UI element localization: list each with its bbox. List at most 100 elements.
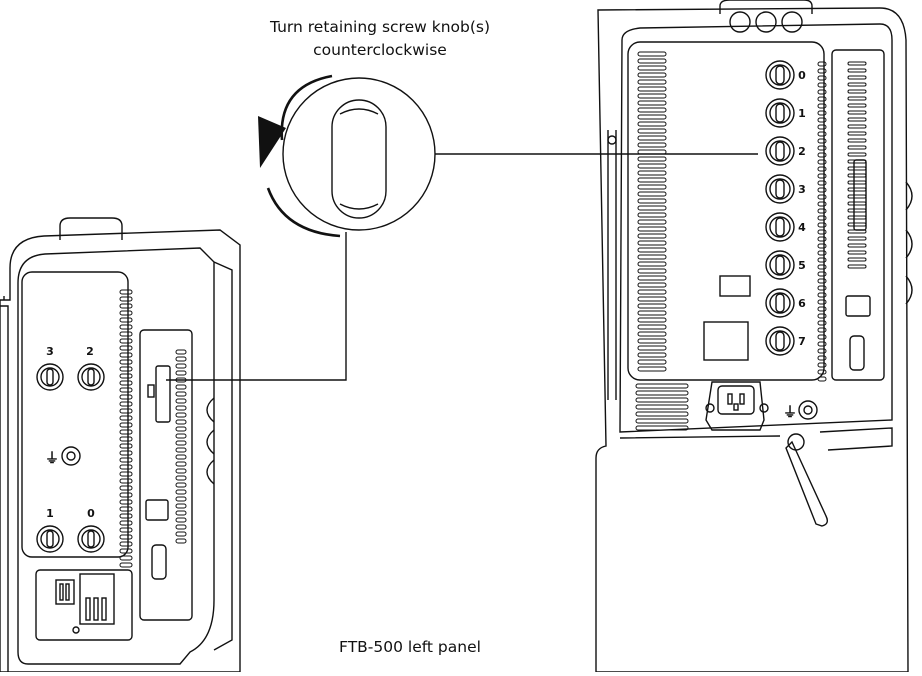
large-knob-7 — [765, 326, 795, 356]
vent-slot — [119, 555, 133, 561]
vent-slot — [637, 156, 667, 162]
vent-slot — [175, 475, 187, 481]
vent-slot — [637, 240, 667, 246]
large-knob-4 — [765, 212, 795, 242]
large-unit-inner-frame — [619, 23, 893, 433]
vent-slot — [817, 271, 827, 277]
large-unit-handle-knob-1 — [729, 11, 751, 33]
vent-slot — [119, 289, 133, 295]
vent-slot — [637, 135, 667, 141]
vent-slot — [847, 96, 867, 101]
vent-slot — [637, 86, 667, 92]
vent-slot — [817, 229, 827, 235]
vent-slot — [175, 468, 187, 474]
vent-slot — [637, 177, 667, 183]
vent-slot — [637, 51, 667, 57]
large-slot-label-4: 4 — [798, 221, 806, 234]
vent-slot — [817, 117, 827, 123]
large-slot-label-2: 2 — [798, 145, 806, 158]
vent-slot — [817, 250, 827, 256]
large-unit-bottom-vents — [635, 383, 689, 431]
vent-slot — [847, 257, 867, 262]
vent-slot — [637, 65, 667, 71]
vent-slot — [637, 170, 667, 176]
large-unit-vents — [637, 51, 867, 382]
vent-slot — [637, 191, 667, 197]
vent-slot — [175, 363, 187, 369]
large-knob-6 — [765, 288, 795, 318]
vent-slot — [817, 243, 827, 249]
large-unit-parallel-port — [853, 159, 867, 231]
vent-slot — [637, 317, 667, 323]
vent-slot — [817, 145, 827, 151]
large-slot-label-5: 5 — [798, 259, 806, 272]
vent-slot — [817, 313, 827, 319]
vent-slot — [817, 236, 827, 242]
vent-slot — [637, 72, 667, 78]
vent-slot — [119, 317, 133, 323]
vent-slot — [175, 419, 187, 425]
vent-slot — [817, 110, 827, 116]
vent-slot — [119, 352, 133, 358]
large-slot-label-1: 1 — [798, 107, 806, 120]
callout-knob-slot — [331, 99, 387, 219]
small-unit-power-module — [35, 569, 133, 641]
large-unit-power-inlet — [705, 381, 769, 431]
vent-slot — [637, 212, 667, 218]
large-unit-switch — [719, 275, 751, 297]
vent-slot — [847, 103, 867, 108]
vent-slot — [817, 334, 827, 340]
vent-slot — [119, 296, 133, 302]
vent-slot — [817, 166, 827, 172]
large-unit-handle-knob-3 — [781, 11, 803, 33]
large-unit-module-panel — [627, 41, 825, 381]
vent-slot — [175, 405, 187, 411]
vent-slot — [817, 124, 827, 130]
vent-slot — [635, 418, 689, 424]
large-unit-handle-knob-2 — [755, 11, 777, 33]
vent-slot — [817, 75, 827, 81]
vent-slot — [817, 362, 827, 368]
small-unit-panel: 3 2 ⏚ 1 0 — [0, 217, 241, 673]
small-ground-symbol: ⏚ — [45, 451, 59, 467]
vent-slot — [119, 303, 133, 309]
vent-slot — [817, 299, 827, 305]
vent-slot — [637, 254, 667, 260]
vent-slot — [637, 352, 667, 358]
vent-slot — [119, 387, 133, 393]
vent-slot — [847, 152, 867, 157]
vent-slot — [817, 208, 827, 214]
vent-slot — [637, 58, 667, 64]
vent-slot — [175, 524, 187, 530]
vent-slot — [637, 282, 667, 288]
large-slot-label-3: 3 — [798, 183, 806, 196]
small-slot-label-0: 0 — [87, 507, 95, 520]
vent-slot — [637, 226, 667, 232]
vent-slot — [119, 422, 133, 428]
vent-slot — [175, 412, 187, 418]
vent-slot — [817, 369, 827, 375]
large-slot-label-6: 6 — [798, 297, 806, 310]
vent-slot — [817, 341, 827, 347]
vent-slot — [817, 355, 827, 361]
vent-slot — [637, 261, 667, 267]
small-slot-label-3: 3 — [46, 345, 54, 358]
vent-slot — [637, 219, 667, 225]
vent-slot — [637, 205, 667, 211]
vent-slot — [817, 138, 827, 144]
vent-slot — [119, 506, 133, 512]
vent-slot — [119, 548, 133, 554]
vent-slot — [637, 247, 667, 253]
small-unit-inner-frame — [17, 247, 215, 665]
vent-slot — [637, 198, 667, 204]
vent-slot — [175, 426, 187, 432]
small-knob-0 — [77, 525, 105, 553]
vent-slot — [637, 107, 667, 113]
vent-slot — [637, 93, 667, 99]
callout-slot-inner-line — [339, 108, 379, 210]
vent-slot — [175, 454, 187, 460]
vent-slot — [637, 289, 667, 295]
small-unit-power-switch — [79, 573, 115, 625]
